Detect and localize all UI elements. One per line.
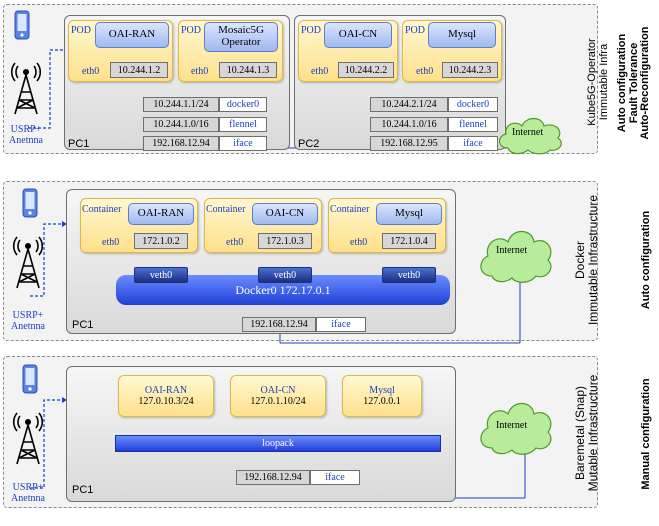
baremetal-features: Manual configuration (640, 349, 657, 519)
pod-label: POD (301, 25, 322, 36)
internet-cloud-icon (498, 117, 562, 155)
veth0-interface: veth0 (258, 267, 312, 283)
oai-ran-app: OAI-RAN (128, 203, 194, 225)
container-label: Container (330, 204, 370, 215)
kube5g-side-title: Kube5G-Operator Immutable Infra (586, 7, 615, 157)
side-title-line2: Mutable Infrastructure (585, 374, 600, 492)
pod-ip: 10.244.2.2 (338, 62, 394, 78)
host-iface: iface (316, 317, 366, 332)
pod-ip: 10.244.1.3 (219, 62, 277, 78)
feature-auto-configuration: Auto configuration (640, 210, 652, 310)
eth0-label: eth0 (416, 66, 434, 77)
net-addr: 192.168.12.95 (370, 136, 448, 151)
baremetal-side-title: Baremetal (Snap) Mutable Infrastructure (573, 340, 604, 526)
net-iface: docker0 (448, 97, 498, 112)
feature-auto-configuration: Auto configuration (616, 33, 628, 133)
app-ip: 127.0.1.10/24 (250, 396, 306, 407)
mysql-app: Mysql (376, 203, 442, 225)
pc1-label: PC1 (72, 319, 94, 331)
app-oai-ran: OAI-RAN 127.0.10.3/24 (118, 375, 214, 417)
net-iface: flennel (219, 117, 267, 132)
feature-manual-configuration: Manual configuration (640, 378, 652, 490)
antenna-tower-icon (10, 62, 42, 115)
internet-label: Internet (496, 245, 528, 256)
usrp-label-line1: USRP+ (10, 124, 42, 135)
side-title-line1: Kube5G-Operator (586, 38, 598, 126)
eth0-label: eth0 (82, 66, 100, 77)
eth0-label: eth0 (350, 237, 368, 248)
net-iface: iface (448, 136, 498, 151)
pc2-label: PC2 (298, 138, 320, 150)
side-title-line1: Baremetal (Snap) (573, 385, 587, 481)
host-iface: iface (310, 470, 360, 485)
internet-cloud-icon (480, 230, 552, 283)
oai-ran-app: OAI-RAN (95, 22, 169, 48)
phone-icon (14, 10, 30, 40)
net-addr: 192.168.12.94 (143, 136, 219, 151)
side-title-line1: Docker (573, 241, 587, 280)
mosaic5g-operator-app: Mosaic5G Operator (204, 22, 278, 52)
oai-cn-app: OAI-CN (252, 203, 318, 225)
side-title-line2: Immutable Infra (597, 43, 610, 121)
container-ip: 172.1.0.3 (258, 233, 312, 249)
docker-side-title: Docker Immutable Infrastructure (573, 172, 604, 348)
pc1-label: PC1 (68, 138, 90, 150)
eth0-label: eth0 (191, 66, 209, 77)
veth0-interface: veth0 (382, 267, 436, 283)
net-iface: docker0 (219, 97, 267, 112)
kube5g-features: Auto configuration Fault Tolerance Auto-… (616, 3, 659, 163)
usrp-label-line2: Anetnna (11, 493, 45, 504)
app-ip: 127.0.10.3/24 (138, 396, 194, 407)
loopback-interface: loopack (115, 435, 441, 452)
eth0-label: eth0 (311, 66, 329, 77)
pc1-label: PC1 (72, 484, 94, 496)
phone-icon (22, 364, 38, 394)
net-iface: iface (219, 136, 267, 151)
host-ip: 192.168.12.94 (242, 317, 316, 332)
app-oai-cn: OAI-CN 127.0.1.10/24 (230, 375, 326, 417)
app-ip: 127.0.0.1 (363, 396, 401, 407)
usrp-label-line2: Anetnna (9, 135, 43, 146)
net-addr: 10.244.1.1/24 (143, 97, 219, 112)
app-name: Mysql (369, 385, 395, 396)
container-label: Container (82, 204, 122, 215)
oai-cn-app: OAI-CN (324, 22, 392, 48)
pod-label: POD (71, 25, 92, 36)
net-addr: 10.244.1.0/16 (370, 117, 448, 132)
usrp-label: USRP+ Anetnna (4, 310, 52, 332)
feature-auto-reconfiguration: Auto-Reconfiguration (639, 26, 652, 140)
app-name: OAI-CN (260, 385, 296, 396)
container-label: Container (206, 204, 246, 215)
eth0-label: eth0 (102, 237, 120, 248)
usrp-label: USRP+ Anetnna (4, 482, 52, 504)
antenna-tower-icon (12, 236, 44, 289)
pod-label: POD (181, 25, 202, 36)
net-iface: flennel (448, 117, 498, 132)
internet-label: Internet (496, 420, 528, 431)
net-addr: 10.244.1.0/16 (143, 117, 219, 132)
usrp-label-line1: USRP+ (12, 310, 44, 321)
docker-features: Auto configuration (640, 185, 657, 335)
usrp-label-line1: USRP+ (12, 482, 44, 493)
veth0-interface: veth0 (134, 267, 188, 283)
container-ip: 172.1.0.2 (134, 233, 188, 249)
net-addr: 10.244.2.1/24 (370, 97, 448, 112)
usrp-label: USRP+ Anetnna (2, 124, 50, 146)
phone-icon (22, 188, 38, 218)
internet-cloud-icon (480, 402, 552, 455)
app-mysql: Mysql 127.0.0.1 (342, 375, 422, 417)
pod-label: POD (405, 25, 426, 36)
app-name: OAI-RAN (144, 385, 188, 396)
pod-ip: 10.244.2.3 (442, 62, 498, 78)
antenna-tower-icon (12, 412, 44, 465)
host-ip: 192.168.12.94 (236, 470, 310, 485)
internet-label: Internet (512, 127, 544, 138)
eth0-label: eth0 (226, 237, 244, 248)
mysql-app: Mysql (428, 22, 496, 48)
container-ip: 172.1.0.4 (382, 233, 436, 249)
pod-ip: 10.244.1.2 (110, 62, 168, 78)
side-title-line2: Immutable Infrastructure (585, 194, 600, 326)
usrp-label-line2: Anetnna (11, 321, 45, 332)
